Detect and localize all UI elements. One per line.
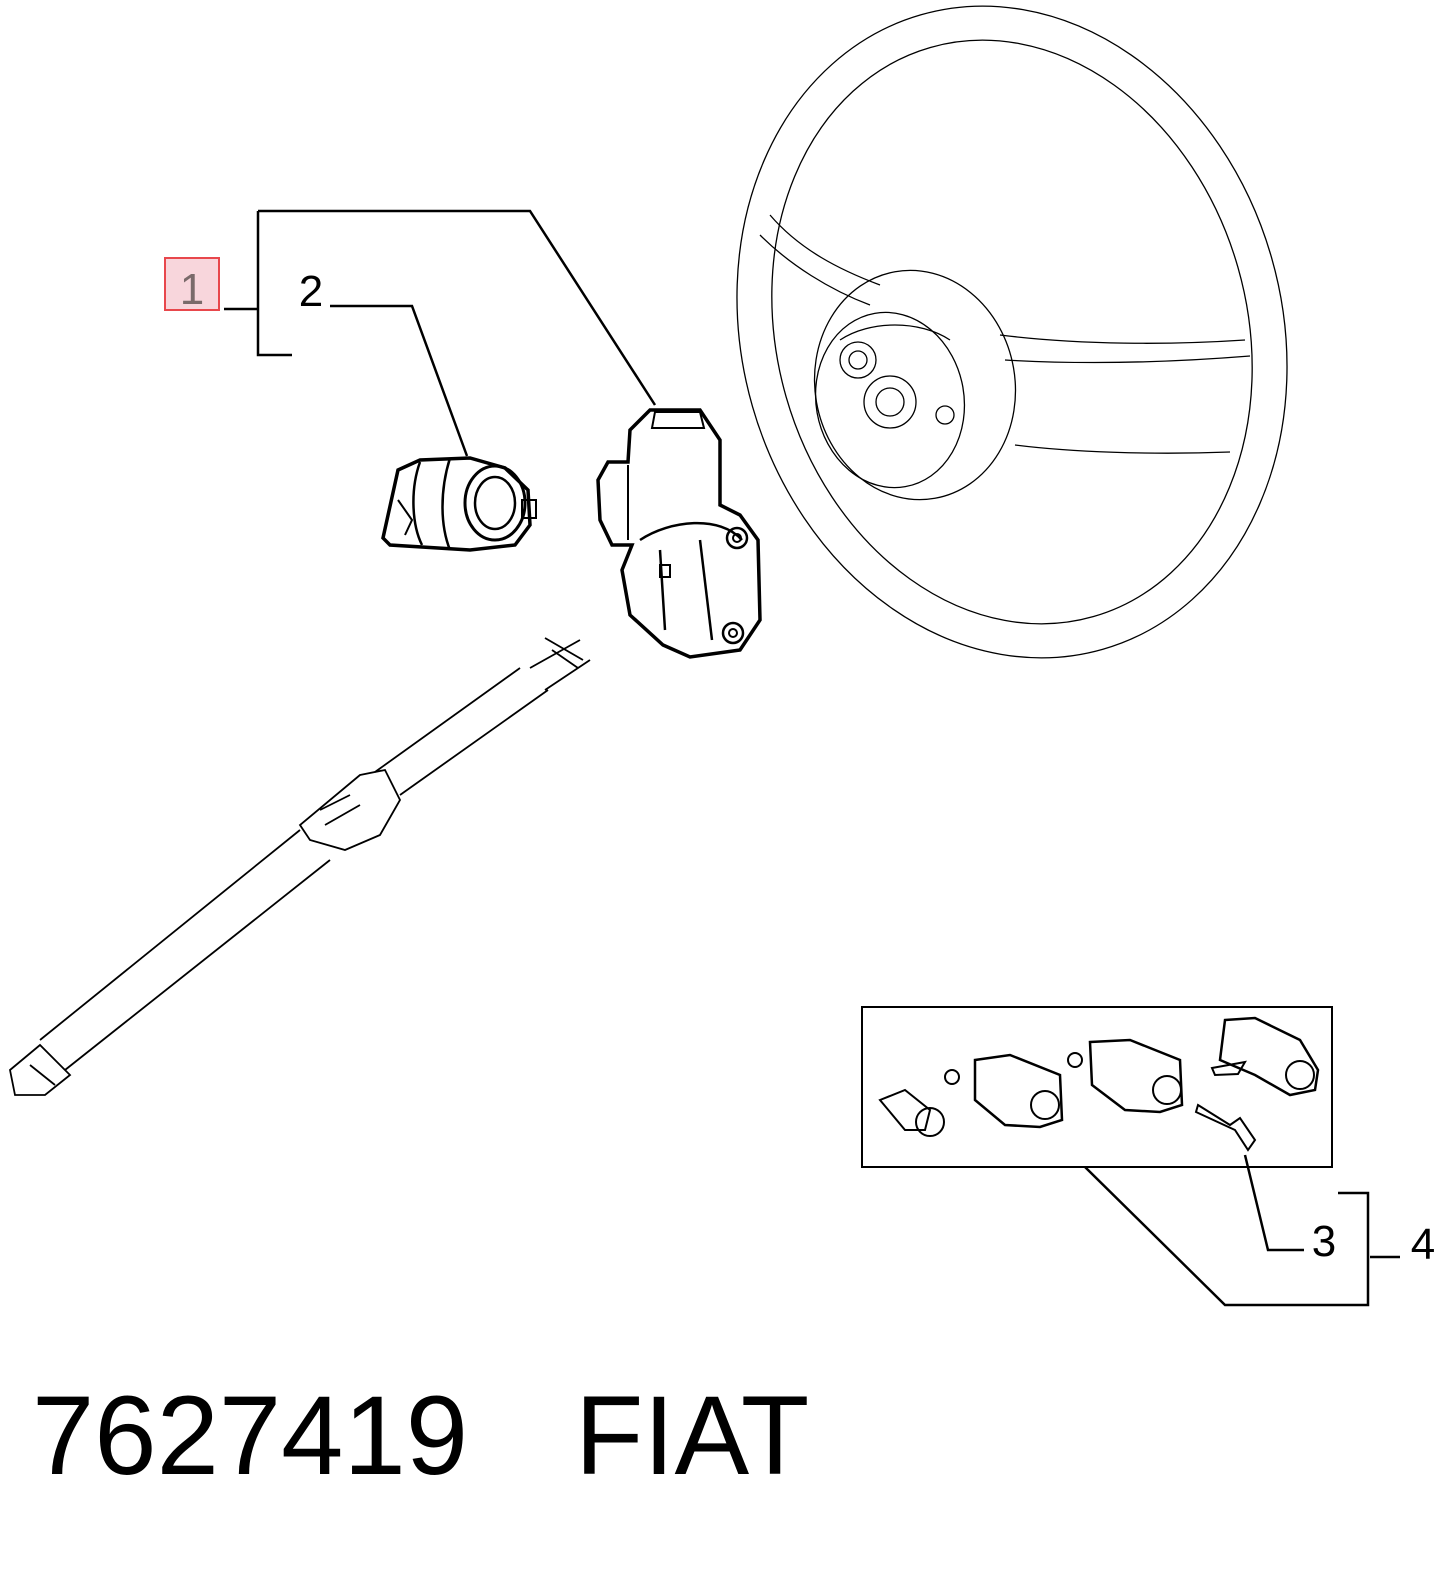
steering-shaft-illustration (9, 637, 591, 1096)
highlight-box (164, 257, 220, 311)
callout-1[interactable]: 1 (180, 265, 204, 314)
brand-name: FIAT (575, 1373, 809, 1498)
ignition-lock-illustration (381, 456, 537, 552)
callout-2[interactable]: 2 (299, 267, 323, 316)
key-set-illustration (861, 1006, 1333, 1168)
steering-wheel-illustration (736, 5, 1288, 659)
callout-4[interactable]: 4 (1411, 1220, 1435, 1269)
part-number: 7627419 (32, 1373, 468, 1498)
callout-leaders (224, 209, 1400, 1307)
callout-3[interactable]: 3 (1312, 1217, 1336, 1266)
column-lock-housing-illustration (596, 408, 762, 659)
